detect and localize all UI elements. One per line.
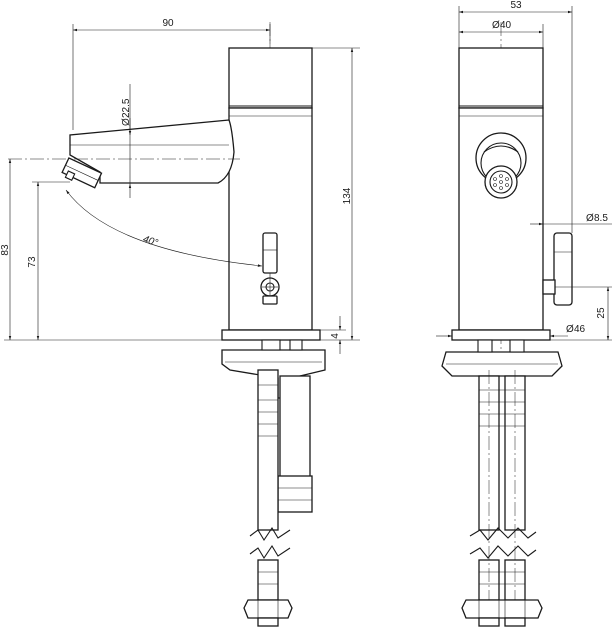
front-top-cap	[458, 47, 544, 109]
dim-height-83: 83	[0, 159, 222, 341]
dim-label-base-thickness: 4	[330, 333, 341, 339]
side-base-flange	[221, 329, 321, 341]
aerator-holes-icon	[493, 174, 509, 190]
front-base-flange	[451, 329, 551, 341]
side-threaded-rod	[277, 375, 313, 513]
dim-width-53: 53	[458, 0, 573, 233]
dim-label-base-diameter: 46	[574, 324, 586, 335]
dim-label-height-aerator: 73	[27, 256, 38, 268]
dim-label-height-outlet: 83	[0, 244, 11, 256]
dim-angle-40: 40°	[65, 189, 263, 267]
dim-height-134: 134	[312, 47, 360, 341]
dim-base-4: 4	[320, 316, 346, 354]
dim-label-front-width: 53	[510, 0, 522, 11]
dim-symbol-diameter-base: Ø	[566, 324, 574, 335]
front-lever[interactable]	[542, 232, 573, 306]
dim-symbol-diameter: Ø	[121, 118, 132, 126]
front-mounting-bracket	[441, 339, 563, 377]
side-lever[interactable]	[260, 232, 280, 305]
dim-label-lever-diameter: 8.5	[594, 213, 608, 224]
side-view: 90 Ø 22.5 134 4	[0, 18, 360, 627]
dim-base-diameter: Ø 46	[436, 324, 586, 338]
side-spout	[69, 119, 235, 184]
dim-label-height-total: 134	[342, 187, 353, 204]
front-flex-hoses	[461, 370, 543, 628]
dim-lever-height: 25	[550, 286, 612, 341]
dim-label-body-diameter: 40	[500, 20, 512, 31]
dim-label-spout-diameter: 22.5	[121, 98, 132, 118]
dim-symbol-diameter-body: Ø	[492, 20, 500, 31]
side-flex-hose	[243, 369, 293, 627]
front-view: 53 Ø 40 Ø 8.5 25 Ø	[436, 0, 612, 628]
dim-lever-diameter: Ø 8.5	[530, 213, 612, 226]
dim-body-diameter: Ø 40	[459, 20, 544, 48]
dim-width-90: 90	[72, 18, 271, 130]
dim-height-73: 73	[27, 181, 70, 340]
dim-label-lever-height: 25	[596, 307, 607, 319]
dim-label-width: 90	[162, 18, 174, 29]
dim-symbol-diameter-lever: Ø	[586, 213, 594, 224]
dim-label-angle: 40°	[141, 234, 159, 249]
front-spout-end	[475, 132, 527, 199]
side-aerator	[61, 157, 103, 189]
side-top-cap	[228, 47, 313, 109]
